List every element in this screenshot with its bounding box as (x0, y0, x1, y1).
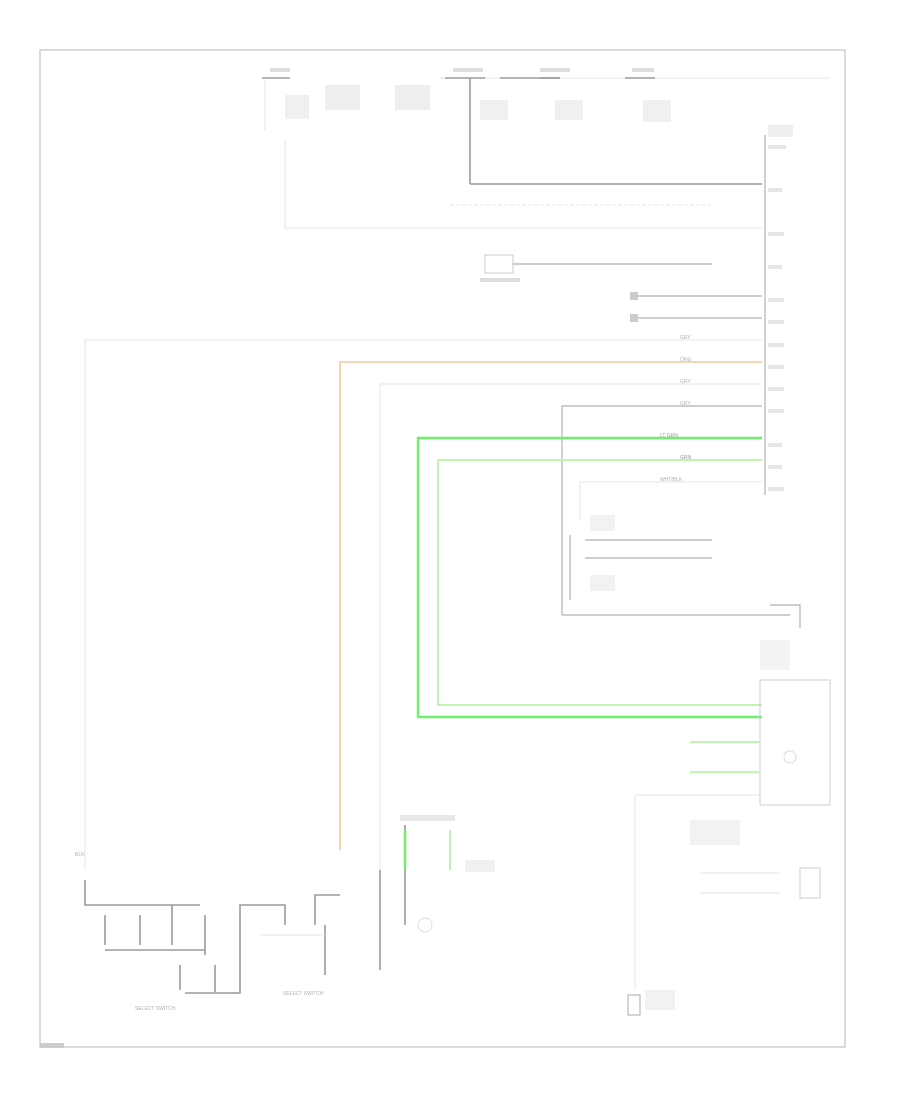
select-switch-label: SELECT SWITCH (283, 991, 324, 997)
wire-label: GRY (680, 335, 691, 341)
lt-grn-wire (416, 436, 762, 719)
wire-label: GRN (680, 455, 692, 461)
select-switch-label: SELECT SWITCH (135, 1006, 176, 1012)
wire-label: GRY (680, 401, 691, 407)
corner-mark (40, 1043, 64, 1048)
wire-label: GRY (680, 379, 691, 385)
wire-label: ORG (680, 357, 692, 363)
select-switch-1 (84, 880, 286, 994)
org-wire (339, 361, 762, 850)
diagram-border (39, 49, 846, 1048)
wire-label: WHT/BLK (660, 477, 683, 483)
wire-label: BLK (75, 852, 85, 858)
select-switch-2 (314, 825, 406, 975)
grn-wire (437, 459, 762, 706)
top-power-bus (262, 68, 830, 122)
gry-wire (84, 339, 762, 870)
wire-label: LT GRN (660, 433, 678, 439)
